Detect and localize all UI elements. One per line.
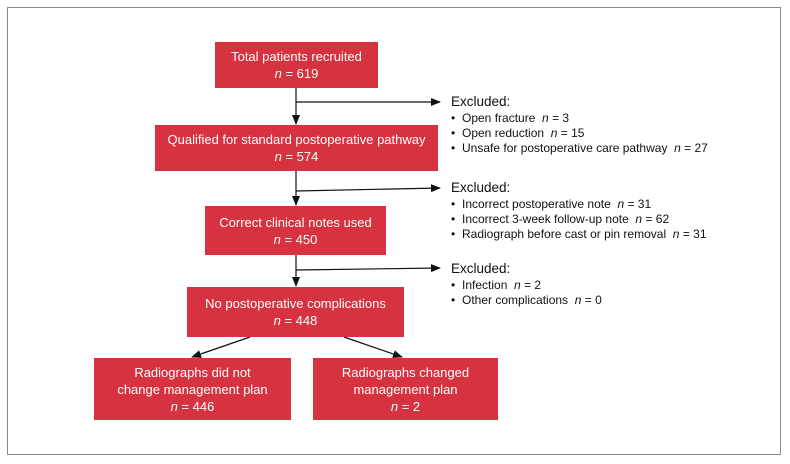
box-count: n = 574 xyxy=(274,149,319,164)
figure-frame xyxy=(7,7,781,455)
exclusion-item: Radiograph before cast or pin removal n … xyxy=(451,227,707,242)
arrow-exclusion-2 xyxy=(295,184,441,193)
exclusion-list-1: Excluded: Open fracture n = 3 Open reduc… xyxy=(451,94,708,156)
box-title-line1: Radiographs did not xyxy=(134,364,251,380)
box-count: n = 448 xyxy=(273,313,318,328)
box-count: n = 446 xyxy=(170,398,215,414)
arrow-to-not-changed xyxy=(191,336,251,358)
box-total-recruited: Total patients recruited n = 619 xyxy=(215,42,378,88)
box-correct-notes: Correct clinical notes used n = 450 xyxy=(205,206,386,255)
box-title-line2: change management plan xyxy=(117,381,268,397)
box-no-complications: No postoperative complications n = 448 xyxy=(187,287,404,337)
exclusion-item: Unsafe for postoperative care pathway n … xyxy=(451,141,708,156)
box-title: Total patients recruited xyxy=(231,49,362,64)
exclusion-heading: Excluded: xyxy=(451,180,511,195)
box-title-line2: management plan xyxy=(353,381,458,397)
exclusion-item: Open fracture n = 3 xyxy=(451,111,708,126)
exclusion-item: Open reduction n = 15 xyxy=(451,126,708,141)
arrow-exclusion-3 xyxy=(295,264,441,273)
exclusion-list-2: Excluded: Incorrect postoperative note n… xyxy=(451,180,707,242)
box-count: n = 619 xyxy=(274,66,319,81)
exclusion-list-3: Excluded: Infection n = 2 Other complica… xyxy=(451,261,602,308)
box-title: No postoperative complications xyxy=(205,296,386,311)
exclusion-item: Incorrect postoperative note n = 31 xyxy=(451,197,707,212)
box-count: n = 2 xyxy=(390,398,421,414)
exclusion-item: Other complications n = 0 xyxy=(451,293,602,308)
box-qualified: Qualified for standard postoperative pat… xyxy=(155,125,438,171)
exclusion-item: Infection n = 2 xyxy=(451,278,602,293)
box-count: n = 450 xyxy=(273,231,318,247)
box-title: Correct clinical notes used xyxy=(219,214,372,230)
box-title-line1: Radiographs changed xyxy=(341,364,470,380)
exclusion-item: Incorrect 3-week follow-up note n = 62 xyxy=(451,212,707,227)
arrow-to-changed xyxy=(343,336,403,358)
box-title: Qualified for standard postoperative pat… xyxy=(167,132,426,147)
box-not-changed: Radiographs did not change management pl… xyxy=(94,358,291,420)
box-changed: Radiographs changed management plan n = … xyxy=(313,358,498,420)
exclusion-heading: Excluded: xyxy=(451,94,511,109)
exclusion-heading: Excluded: xyxy=(451,261,511,276)
